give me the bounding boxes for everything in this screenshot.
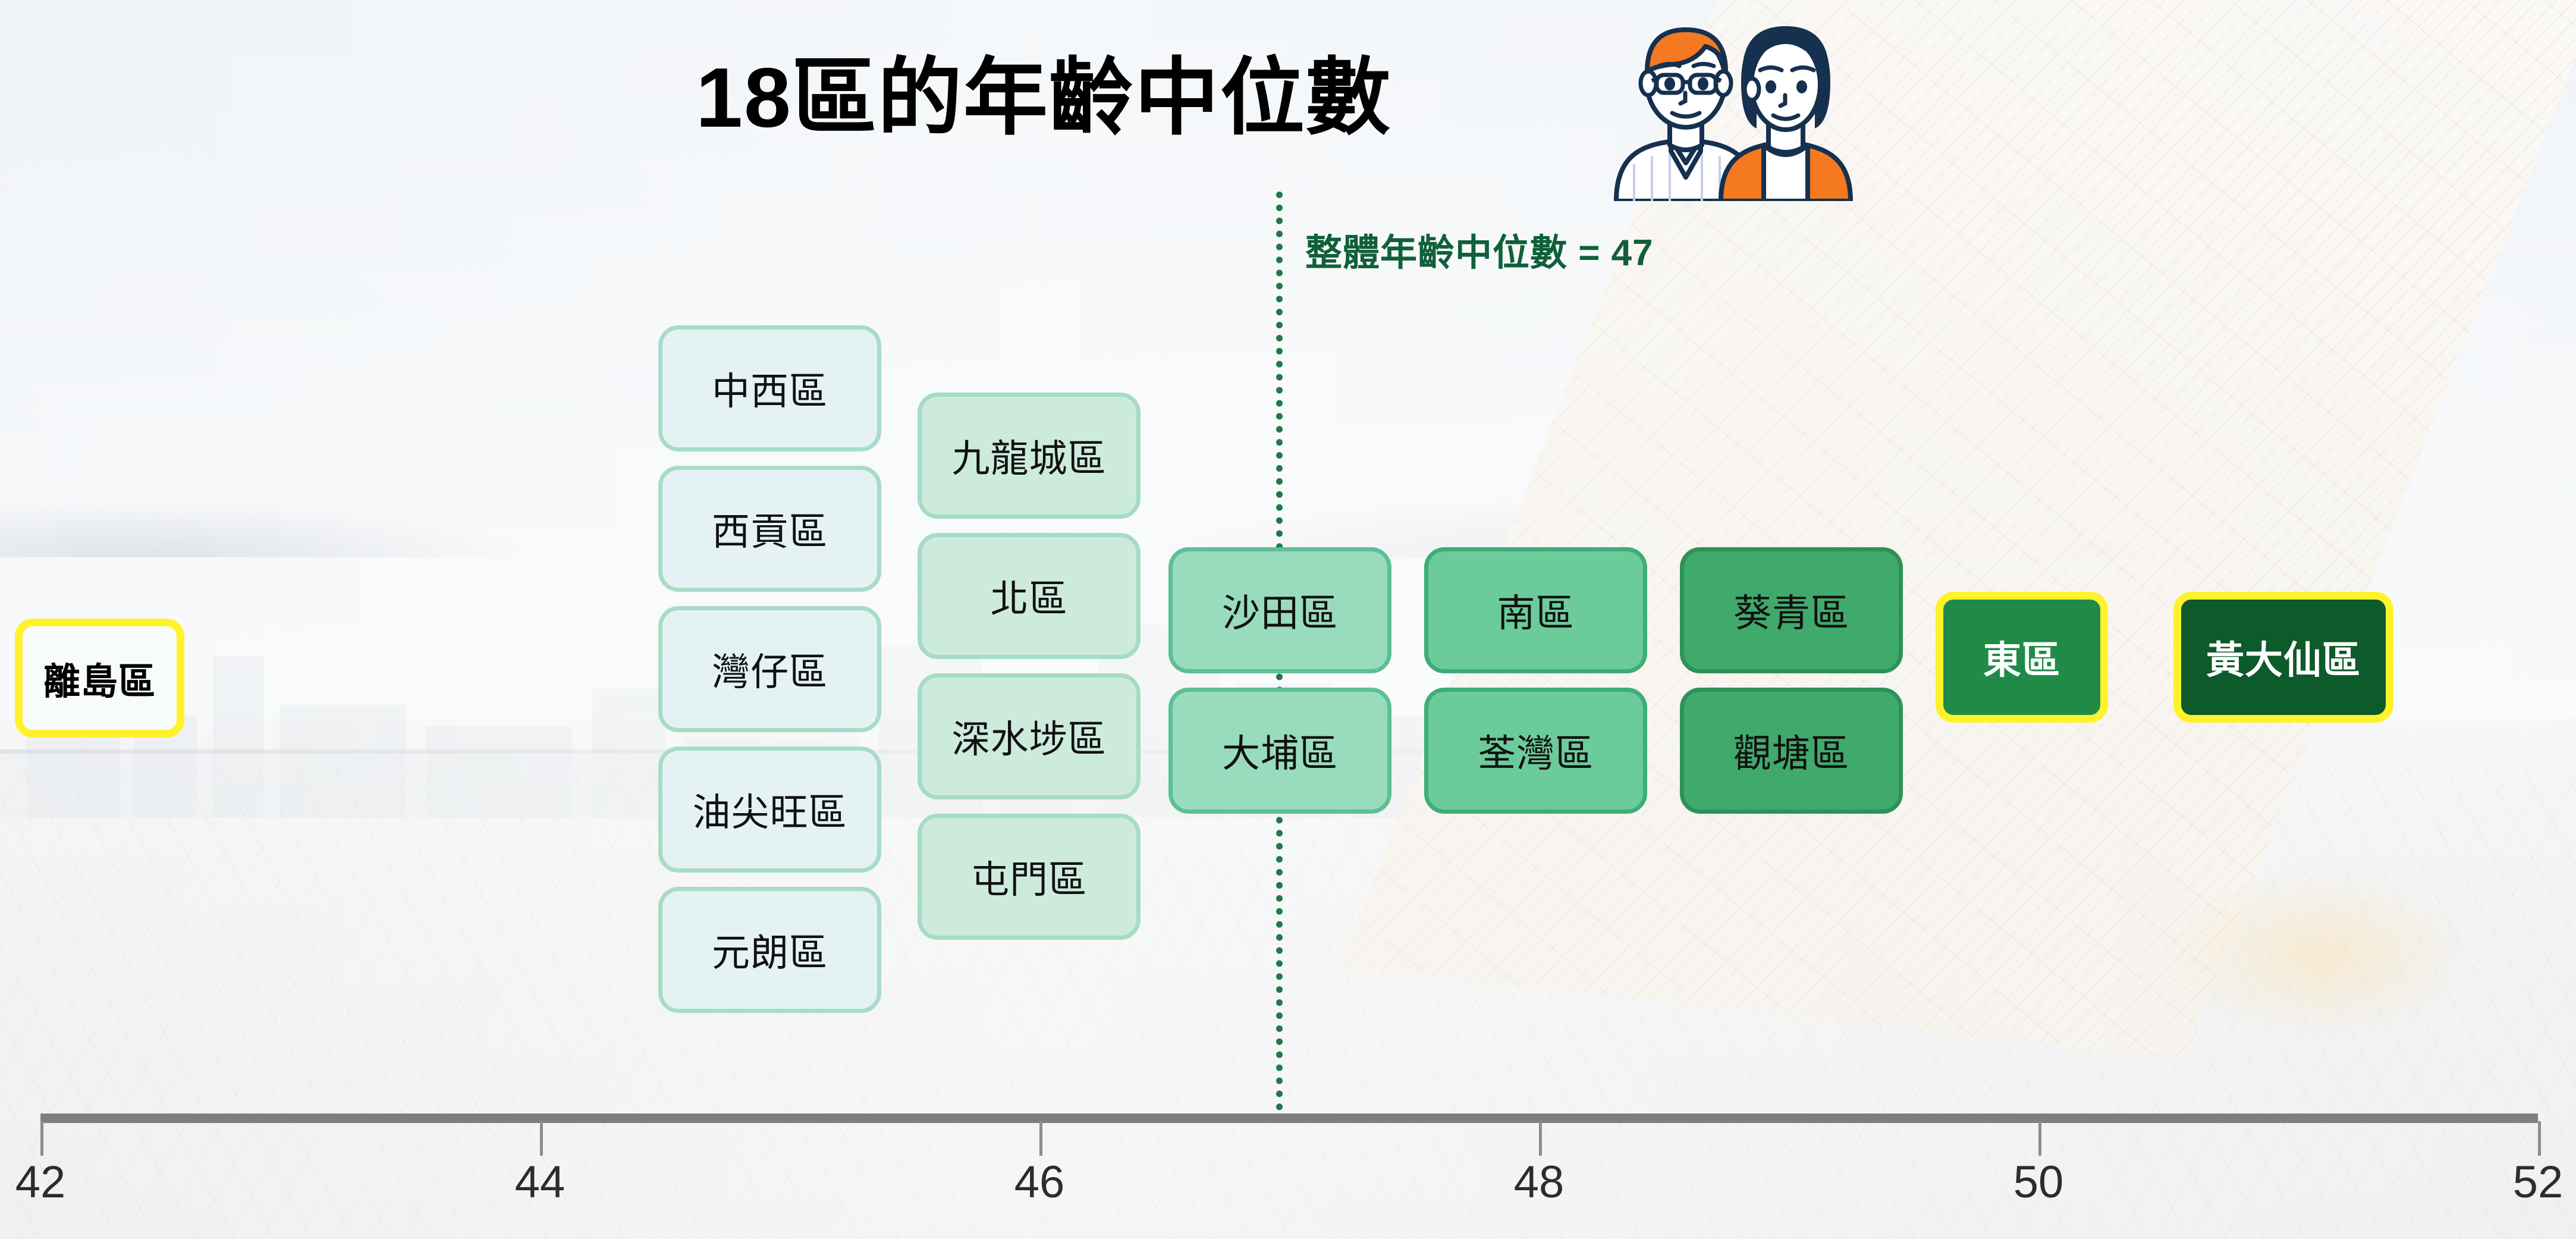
axis-tick-mark [1039,1121,1042,1156]
axis-tick-label: 46 [1014,1157,1065,1207]
tower-facade [1339,0,2576,1059]
district-chip[interactable]: 中西區 [658,325,881,451]
district-chip[interactable]: 九龍城區 [918,393,1141,519]
axis-tick-mark [1539,1121,1542,1156]
district-chip[interactable]: 灣仔區 [658,606,881,732]
district-chip[interactable]: 元朗區 [658,887,881,1013]
district-chip[interactable]: 黃大仙區 [2173,592,2393,723]
two-people-illustration [1614,26,1853,201]
district-chip[interactable]: 葵青區 [1680,547,1903,673]
axis-tick-label: 42 [15,1157,66,1207]
man-avatar-icon [1614,27,1758,201]
district-chip[interactable]: 屯門區 [918,814,1141,940]
district-chip[interactable]: 西貢區 [658,466,881,592]
district-chip[interactable]: 油尖旺區 [658,746,881,873]
axis-tick-label: 44 [514,1157,566,1207]
district-chip[interactable]: 北區 [918,533,1141,659]
axis-tick-mark [2538,1121,2541,1156]
district-chip[interactable]: 南區 [1424,547,1647,673]
district-chip[interactable]: 深水埗區 [918,673,1141,799]
axis-tick-label: 52 [2512,1157,2564,1207]
district-chip[interactable]: 沙田區 [1168,547,1391,673]
district-chip[interactable]: 東區 [1936,592,2108,723]
axis-tick-label: 50 [2013,1157,2064,1207]
district-chip[interactable]: 離島區 [15,619,184,738]
page-title: 18區的年齡中位數 [696,51,1391,145]
district-chip[interactable]: 荃灣區 [1424,688,1647,814]
axis-tick-mark [2038,1121,2041,1156]
axis-line [40,1113,2538,1123]
district-chip[interactable]: 大埔區 [1168,688,1391,814]
axis-tick-label: 48 [1513,1157,1565,1207]
axis-tick-mark [40,1121,43,1156]
district-chip[interactable]: 觀塘區 [1680,688,1903,814]
woman-avatar-icon [1719,26,1853,201]
median-label: 整體年齡中位數 = 47 [1305,233,1654,274]
axis-tick-mark [540,1121,543,1156]
